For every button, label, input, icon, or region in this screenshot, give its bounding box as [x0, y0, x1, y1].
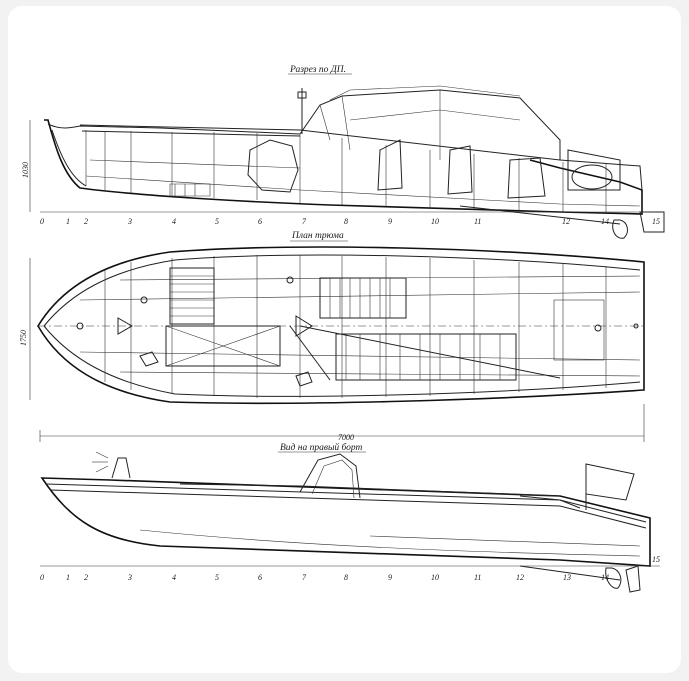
station-number: 13 — [563, 573, 571, 582]
station-number: 15 — [652, 555, 660, 564]
height-dimension: 1030 — [21, 162, 30, 178]
length-dimension: 7000 — [338, 433, 354, 442]
station-number: 4 — [172, 573, 176, 582]
station-number: 5 — [215, 217, 219, 226]
station-number: 7 — [302, 573, 307, 582]
beam-dimension: 1750 — [19, 330, 28, 346]
station-number: 6 — [258, 573, 262, 582]
station-number: 14 — [601, 573, 609, 582]
plan-caption: План трюма — [291, 231, 344, 241]
station-number: 11 — [474, 573, 481, 582]
side-view — [40, 451, 660, 593]
station-number: 2 — [84, 573, 88, 582]
station-number: 8 — [344, 217, 348, 226]
station-number: 1 — [66, 217, 70, 226]
station-number: 5 — [215, 573, 219, 582]
station-number: 12 — [516, 573, 524, 582]
section-view: 10 3 0 — [21, 85, 665, 239]
station-number: 4 — [172, 217, 176, 226]
plan-view: 1750 7000 — [19, 246, 645, 442]
station-number: 1 — [66, 573, 70, 582]
section-caption: Разрез по ДП. — [289, 65, 346, 75]
station-number: 6 — [258, 217, 262, 226]
station-number: 9 — [388, 217, 392, 226]
station-number: 3 — [127, 573, 132, 582]
station-number: 2 — [84, 217, 88, 226]
station-number: 11 — [474, 217, 481, 226]
side-caption: Вид на правый борт — [280, 442, 363, 453]
station-number: 0 — [40, 217, 44, 226]
station-number: 15 — [652, 217, 660, 226]
station-number: 3 — [127, 217, 132, 226]
station-number: 8 — [344, 573, 348, 582]
station-number: 12 — [562, 217, 570, 226]
station-number: 0 — [40, 573, 44, 582]
station-number: 10 — [431, 217, 439, 226]
drawing-card — [8, 6, 681, 673]
station-number: 10 — [431, 573, 439, 582]
station-number: 9 — [388, 573, 392, 582]
station-number: 14 — [601, 217, 609, 226]
station-number: 7 — [302, 217, 307, 226]
